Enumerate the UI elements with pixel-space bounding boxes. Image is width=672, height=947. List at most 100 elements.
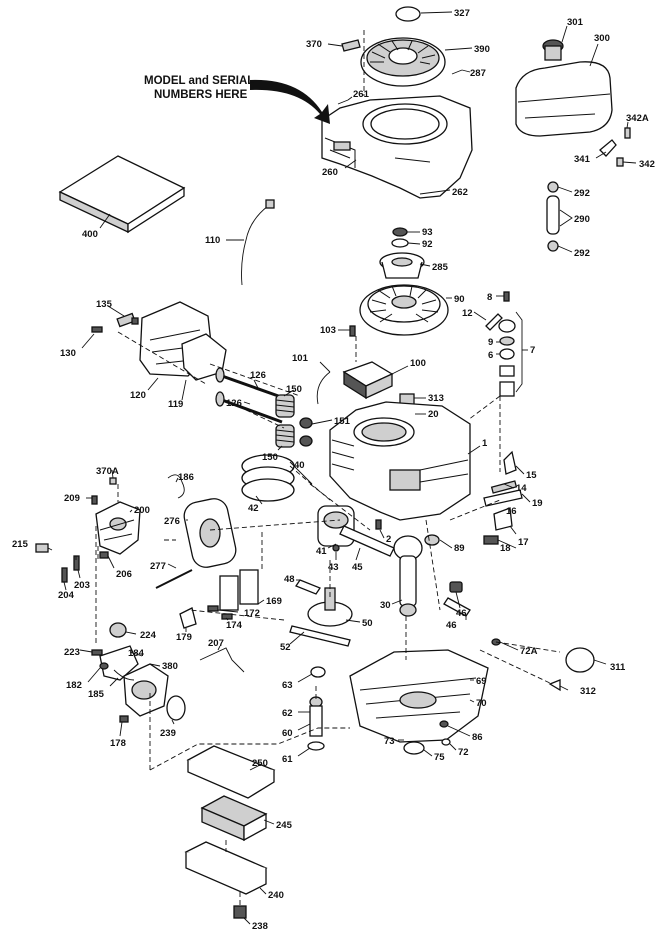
- part-311-oil-cap: [565, 647, 595, 673]
- callout-287: 287: [470, 68, 486, 79]
- callout-120: 120: [130, 390, 146, 401]
- callout-312: 312: [580, 686, 596, 697]
- part-207-link: [199, 647, 245, 673]
- callout-238: 238: [252, 921, 268, 932]
- callout-206: 206: [116, 569, 132, 580]
- serial-arrow: [250, 79, 330, 124]
- callout-61: 61: [282, 754, 293, 765]
- callout-174: 174: [226, 620, 243, 631]
- callout-46-upper: 46: [456, 608, 467, 619]
- callout-52: 52: [280, 642, 291, 653]
- part-100-ignition-module: [342, 361, 394, 400]
- callout-103: 103: [320, 325, 336, 336]
- part-18-washer: [483, 535, 499, 545]
- callout-185: 185: [88, 689, 105, 700]
- part-50-cam-gear: [307, 587, 353, 627]
- callout-207: 207: [208, 638, 224, 649]
- part-151-retainer-b: [299, 435, 313, 447]
- callout-43: 43: [328, 562, 339, 573]
- part-19-link: [483, 489, 523, 507]
- callout-327: 327: [454, 8, 470, 19]
- part-300-fuel-tank: [515, 39, 613, 137]
- callout-75: 75: [434, 752, 445, 763]
- callout-200: 200: [134, 505, 150, 516]
- part-204-screw: [61, 567, 68, 583]
- callout-290: 290: [574, 214, 590, 225]
- part-276-muffler: [183, 498, 237, 568]
- part-93-nut: [392, 227, 408, 237]
- callout-179: 179: [176, 632, 192, 643]
- part-9-washer: [499, 336, 515, 346]
- callout-101: 101: [292, 353, 309, 364]
- part-224-knob: [109, 622, 127, 638]
- callout-20: 20: [428, 409, 439, 420]
- part-240-cleaner-base: [184, 841, 268, 895]
- callout-119: 119: [168, 399, 183, 410]
- part-215-fitting: [35, 543, 49, 553]
- callout-14: 14: [516, 483, 527, 494]
- part-209-screw: [91, 495, 98, 505]
- callout-labels: 327 370 390 287 261 260 262 301 300 342A…: [12, 8, 655, 932]
- part-6-gear: [499, 348, 515, 360]
- part-342A-screw: [624, 127, 631, 139]
- callout-46-lower: 46: [446, 620, 457, 631]
- callout-245: 245: [276, 820, 293, 831]
- callout-86: 86: [472, 732, 483, 743]
- part-174-screw: [221, 613, 233, 620]
- callout-178: 178: [110, 738, 126, 749]
- dashed-guides: [75, 30, 561, 906]
- callout-151: 151: [334, 416, 351, 427]
- callout-110: 110: [205, 235, 220, 246]
- part-150-springs: [275, 394, 295, 448]
- part-172-screw: [207, 605, 219, 612]
- part-250-cleaner-cover: [186, 745, 276, 799]
- callout-172: 172: [244, 608, 260, 619]
- callout-342A: 342A: [626, 113, 649, 124]
- part-8-screw: [503, 291, 510, 302]
- part-184-bracket: [99, 645, 139, 681]
- callout-182: 182: [66, 680, 82, 691]
- part-2-dowel: [375, 519, 382, 530]
- callout-17: 17: [518, 537, 529, 548]
- part-43-clip: [332, 544, 340, 552]
- part-186-link: [167, 474, 185, 499]
- part-14-rod: [490, 480, 518, 494]
- part-126-valves: [215, 367, 285, 424]
- callout-16: 16: [506, 506, 517, 517]
- part-260-blower-housing: [321, 95, 473, 199]
- part-101-wire: [316, 371, 331, 405]
- part-30-crankshaft: [393, 535, 423, 617]
- callout-341: 341: [574, 154, 591, 165]
- callout-150-top: 150: [286, 384, 302, 395]
- callout-19: 19: [532, 498, 543, 509]
- callout-45: 45: [352, 562, 363, 573]
- callout-215: 215: [12, 539, 29, 550]
- callout-7: 7: [530, 345, 535, 356]
- part-238-screw: [233, 905, 247, 919]
- callout-30: 30: [380, 600, 391, 611]
- part-292-clamp-bottom: [547, 240, 559, 252]
- callout-48: 48: [284, 574, 295, 585]
- callout-130: 130: [60, 348, 76, 359]
- part-277-stud: [155, 569, 193, 589]
- part-72-screw: [441, 738, 451, 746]
- callout-90: 90: [454, 294, 465, 305]
- model-serial-note-line1: MODEL and SERIAL: [144, 75, 254, 87]
- part-182-nut: [99, 662, 109, 670]
- callout-42: 42: [248, 503, 259, 514]
- callout-126-top: 126: [250, 370, 266, 381]
- model-serial-note-line2: NUMBERS HERE: [154, 89, 248, 101]
- part-223-screw: [91, 649, 103, 656]
- callout-292-top: 292: [574, 188, 590, 199]
- callout-380: 380: [162, 661, 178, 672]
- callout-8: 8: [487, 292, 492, 303]
- part-46-nut: [449, 581, 463, 593]
- callout-60: 60: [282, 728, 293, 739]
- part-370A-decal: [109, 477, 117, 485]
- part-90-flywheel: [359, 284, 449, 336]
- part-73-seal: [403, 741, 425, 755]
- part-290-fuel-line: [546, 195, 560, 235]
- part-400-box: [58, 155, 186, 234]
- part-41-piston: [317, 505, 355, 547]
